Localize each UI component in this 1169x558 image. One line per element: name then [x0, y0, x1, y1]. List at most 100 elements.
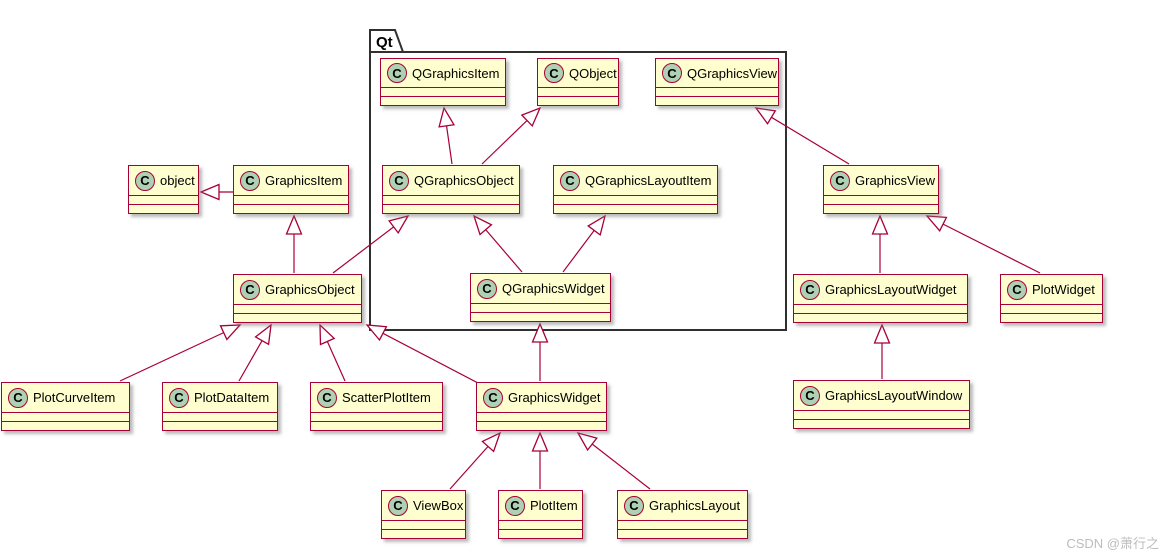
class-label: GraphicsLayoutWindow	[825, 388, 963, 403]
class-header: C QGraphicsLayoutItem	[554, 166, 717, 195]
edge-PlotDataItem-extends-GraphicsObject	[238, 323, 272, 382]
fields-compartment	[234, 304, 361, 313]
class-box-object: C object	[128, 165, 199, 214]
fields-compartment	[234, 195, 348, 204]
methods-compartment	[794, 313, 967, 322]
methods-compartment	[2, 421, 129, 430]
fields-compartment	[477, 412, 606, 421]
class-box-PlotDataItem: C PlotDataItem	[162, 382, 278, 431]
class-stereotype-icon: C	[240, 279, 260, 300]
class-stereotype-icon: C	[240, 170, 260, 191]
edge-QGraphicsObject-extends-QObject	[481, 106, 542, 165]
class-stereotype-icon: C	[560, 170, 580, 191]
class-header: C ViewBox	[382, 491, 465, 520]
class-box-QGraphicsWidget: C QGraphicsWidget	[470, 273, 611, 322]
fields-compartment	[471, 303, 610, 312]
class-stereotype-icon: C	[662, 63, 682, 83]
fields-compartment	[824, 195, 938, 204]
edge-ViewBox-extends-GraphicsWidget	[449, 431, 502, 490]
fields-compartment	[538, 87, 618, 96]
edge-GraphicsView-extends-QGraphicsView	[754, 107, 850, 165]
fields-compartment	[618, 520, 747, 529]
class-stereotype-icon: C	[800, 385, 820, 406]
class-header: C GraphicsWidget	[477, 383, 606, 412]
edge-GraphicsWidget-extends-GraphicsObject	[365, 324, 479, 384]
fields-compartment	[311, 412, 442, 421]
class-stereotype-icon: C	[800, 279, 820, 300]
fields-compartment	[382, 520, 465, 529]
fields-compartment	[163, 412, 277, 421]
class-box-GraphicsLayout: C GraphicsLayout	[617, 490, 748, 539]
class-stereotype-icon: C	[387, 63, 407, 83]
class-label: PlotDataItem	[194, 390, 270, 405]
class-box-GraphicsItem: C GraphicsItem	[233, 165, 349, 214]
fields-compartment	[1001, 304, 1102, 313]
class-box-GraphicsObject: C GraphicsObject	[233, 274, 362, 323]
class-header: C QObject	[538, 59, 618, 87]
edge-GraphicsObject-extends-QGraphicsObject	[332, 214, 410, 274]
class-stereotype-icon: C	[624, 495, 644, 516]
inheritance-edges	[119, 106, 1041, 490]
edge-QGraphicsObject-extends-QGraphicsItem	[438, 106, 456, 165]
class-stereotype-icon: C	[1007, 279, 1027, 300]
class-label: GraphicsObject	[265, 282, 355, 297]
methods-compartment	[1001, 313, 1102, 322]
class-label: GraphicsItem	[265, 173, 343, 188]
class-box-PlotItem: C PlotItem	[498, 490, 583, 539]
class-label: GraphicsLayoutWidget	[825, 282, 957, 297]
class-box-GraphicsWidget: C GraphicsWidget	[476, 382, 607, 431]
methods-compartment	[794, 419, 969, 428]
package-label: Qt	[376, 34, 393, 51]
class-label: GraphicsLayout	[649, 498, 741, 513]
fields-compartment	[656, 87, 778, 96]
class-box-QGraphicsItem: C QGraphicsItem	[380, 58, 506, 106]
class-stereotype-icon: C	[169, 387, 189, 408]
methods-compartment	[383, 204, 519, 213]
watermark: CSDN @萧行之	[1066, 536, 1159, 551]
methods-compartment	[471, 312, 610, 321]
class-stereotype-icon: C	[317, 387, 337, 408]
methods-compartment	[129, 204, 198, 213]
class-stereotype-icon: C	[544, 63, 564, 83]
edge-ScatterPlotItem-extends-GraphicsObject	[319, 323, 346, 382]
class-box-ScatterPlotItem: C ScatterPlotItem	[310, 382, 443, 431]
methods-compartment	[618, 529, 747, 538]
class-box-ViewBox: C ViewBox	[381, 490, 466, 539]
class-label: GraphicsWidget	[508, 390, 601, 405]
methods-compartment	[538, 96, 618, 105]
class-stereotype-icon: C	[388, 495, 408, 516]
class-box-GraphicsView: C GraphicsView	[823, 165, 939, 214]
class-label: ViewBox	[413, 498, 464, 513]
class-box-QGraphicsObject: C QGraphicsObject	[382, 165, 520, 214]
fields-compartment	[794, 410, 969, 419]
edge-GraphicsLayout-extends-GraphicsWidget	[576, 431, 651, 490]
class-stereotype-icon: C	[830, 170, 850, 191]
fields-compartment	[499, 520, 582, 529]
methods-compartment	[381, 96, 505, 105]
class-stereotype-icon: C	[389, 170, 409, 191]
class-label: QGraphicsView	[687, 65, 778, 81]
methods-compartment	[382, 529, 465, 538]
class-label: ScatterPlotItem	[342, 390, 431, 405]
methods-compartment	[311, 421, 442, 430]
class-header: C object	[129, 166, 198, 195]
class-label: object	[160, 173, 195, 188]
class-label: QObject	[569, 65, 617, 81]
class-header: C ScatterPlotItem	[311, 383, 442, 412]
class-label: GraphicsView	[855, 173, 935, 188]
class-box-PlotWidget: C PlotWidget	[1000, 274, 1103, 323]
fields-compartment	[2, 412, 129, 421]
methods-compartment	[234, 204, 348, 213]
methods-compartment	[554, 204, 717, 213]
class-stereotype-icon: C	[135, 170, 155, 191]
class-stereotype-icon: C	[477, 278, 497, 299]
methods-compartment	[499, 529, 582, 538]
class-stereotype-icon: C	[505, 495, 525, 516]
class-box-QGraphicsLayoutItem: C QGraphicsLayoutItem	[553, 165, 718, 214]
class-box-QObject: C QObject	[537, 58, 619, 106]
class-box-PlotCurveItem: C PlotCurveItem	[1, 382, 130, 431]
methods-compartment	[234, 313, 361, 322]
class-label: PlotWidget	[1032, 282, 1095, 297]
class-label: PlotItem	[530, 498, 578, 513]
